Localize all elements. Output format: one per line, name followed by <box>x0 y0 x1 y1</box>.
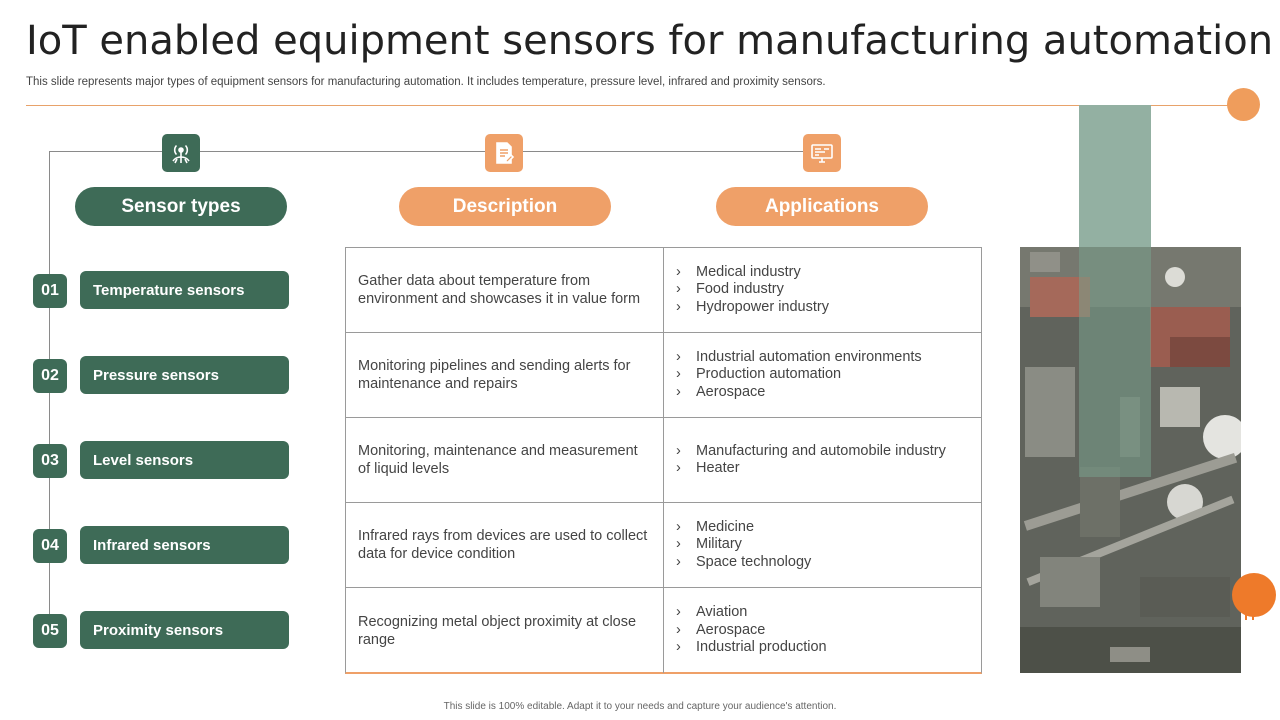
table-row: Monitoring, maintenance and measurement … <box>346 418 981 503</box>
connector-line-horizontal <box>49 151 823 152</box>
list-item: ›Aviation <box>676 604 748 621</box>
decorative-line <box>1245 590 1247 620</box>
description-cell: Infrared rays from devices are used to c… <box>346 503 664 587</box>
description-cell: Monitoring pipelines and sending alerts … <box>346 333 664 417</box>
header-divider <box>26 105 1236 106</box>
list-item: ›Food industry <box>676 281 784 298</box>
list-item: ›Medicine <box>676 518 755 535</box>
decorative-line <box>1252 590 1254 620</box>
list-item: ›Military <box>676 536 742 553</box>
decorative-circle-top <box>1227 88 1260 121</box>
row-number-05: 05 <box>33 614 67 648</box>
list-item: ›Hydropower industry <box>676 298 829 315</box>
list-item: ›Industrial automation environments <box>676 348 922 365</box>
page-title: IoT enabled equipment sensors for manufa… <box>26 18 1274 64</box>
list-item: ›Production automation <box>676 366 842 383</box>
header-description: Description <box>399 187 611 226</box>
antenna-icon <box>162 134 200 172</box>
sensor-label-pressure: Pressure sensors <box>80 356 289 394</box>
industrial-aerial-photo <box>1020 247 1241 673</box>
applications-cell: ›Medicine ›Military ›Space technology <box>664 503 982 587</box>
row-number-04: 04 <box>33 529 67 563</box>
row-number-03: 03 <box>33 444 67 478</box>
applications-cell: ›Industrial automation environments ›Pro… <box>664 333 982 417</box>
sensor-label-proximity: Proximity sensors <box>80 611 289 649</box>
applications-cell: ›Medical industry ›Food industry ›Hydrop… <box>664 248 982 332</box>
sensor-label-level: Level sensors <box>80 441 289 479</box>
list-item: ›Aerospace <box>676 621 766 638</box>
decorative-green-band <box>1079 105 1151 247</box>
list-item: ›Heater <box>676 460 740 476</box>
decorative-circle-bottom <box>1232 573 1276 617</box>
page-subtitle: This slide represents major types of equ… <box>26 76 826 88</box>
list-item: ›Medical industry <box>676 263 801 280</box>
header-applications: Applications <box>716 187 928 226</box>
description-cell: Recognizing metal object proximity at cl… <box>346 588 664 673</box>
footer-note: This slide is 100% editable. Adapt it to… <box>443 701 837 712</box>
description-cell: Monitoring, maintenance and measurement … <box>346 418 664 502</box>
photo-green-overlay <box>1079 247 1151 477</box>
header-sensor-types: Sensor types <box>75 187 287 226</box>
list-item: ›Space technology <box>676 553 812 570</box>
applications-cell: ›Manufacturing and automobile industry ›… <box>664 418 982 502</box>
table-row: Monitoring pipelines and sending alerts … <box>346 333 981 418</box>
row-number-02: 02 <box>33 359 67 393</box>
description-cell: Gather data about temperature from envir… <box>346 248 664 332</box>
document-edit-icon <box>485 134 523 172</box>
list-item: ›Manufacturing and automobile industry <box>676 442 946 459</box>
list-item: ›Industrial production <box>676 639 827 656</box>
list-item: ›Aerospace <box>676 383 766 400</box>
applications-cell: ›Aviation ›Aerospace ›Industrial product… <box>664 588 982 673</box>
row-number-01: 01 <box>33 274 67 308</box>
table-row: Infrared rays from devices are used to c… <box>346 503 981 588</box>
table-row: Recognizing metal object proximity at cl… <box>346 588 981 673</box>
monitor-icon <box>803 134 841 172</box>
sensor-label-temperature: Temperature sensors <box>80 271 289 309</box>
table-row: Gather data about temperature from envir… <box>346 248 981 333</box>
sensor-table: Gather data about temperature from envir… <box>345 247 982 674</box>
sensor-label-infrared: Infrared sensors <box>80 526 289 564</box>
